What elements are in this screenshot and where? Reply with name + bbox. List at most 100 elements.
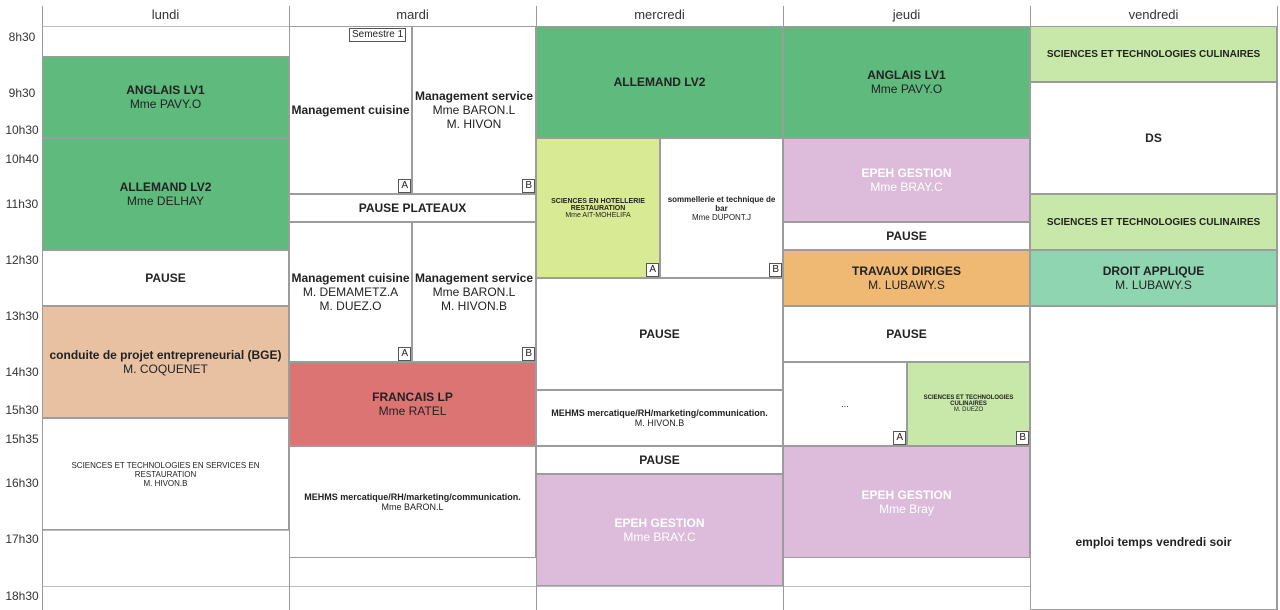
event-mardi-mehms[interactable]: MEHMS mercatique/RH/marketing/communicat… (289, 446, 536, 558)
event-vendredi-ds[interactable]: DS (1030, 82, 1277, 194)
group-label-b: B (1016, 431, 1029, 445)
semestre-label: Semestre 1 (349, 28, 407, 42)
event-title: EPEH GESTION (861, 166, 952, 180)
event-title: DROIT APPLIQUE (1102, 264, 1205, 278)
group-label-a: A (893, 431, 906, 445)
event-title: PAUSE (886, 327, 927, 341)
event-jeudi-anglais[interactable]: ANGLAIS LV1 Mme PAVY.O (783, 26, 1030, 138)
day-header-vendredi: vendredi (1128, 7, 1179, 22)
event-mercredi-allemand[interactable]: ALLEMAND LV2 (536, 26, 783, 138)
event-jeudi-sciences[interactable]: SCIENCES ET TECHNOLOGIES CULINAIRES M. D… (907, 362, 1030, 446)
event-title: Management cuisine (291, 103, 410, 117)
time-label: 15h30 (5, 403, 39, 417)
event-vendredi-sciences-2[interactable]: SCIENCES ET TECHNOLOGIES CULINAIRES (1030, 194, 1277, 250)
event-mercredi-sommellerie[interactable]: sommellerie et technique de bar Mme DUPO… (660, 138, 783, 278)
event-mercredi-pause-2[interactable]: PAUSE (536, 446, 783, 474)
grid-column-line (1277, 6, 1278, 610)
event-teacher: M. DUEZO (953, 407, 984, 413)
event-teacher: Mme BRAY.C (623, 530, 696, 544)
group-label-a: A (646, 263, 659, 277)
event-title: ANGLAIS LV1 (126, 83, 205, 97)
event-title: Management service (414, 89, 534, 103)
event-title: PAUSE PLATEAUX (358, 201, 467, 215)
time-label: 11h30 (5, 197, 39, 211)
event-mercredi-epeh[interactable]: EPEH GESTION Mme BRAY.C (536, 474, 783, 586)
event-title: DS (1145, 131, 1162, 145)
group-label-a: A (398, 347, 411, 361)
event-teacher: Mme BRAY.C (870, 180, 943, 194)
group-label-b: B (769, 263, 782, 277)
event-teacher: Mme BARON.L (432, 103, 516, 117)
group-label-a: A (398, 179, 411, 193)
event-teacher: M. DUEZ.O (319, 299, 382, 313)
group-label-b: B (522, 347, 535, 361)
event-teacher: Mme BARON.L (381, 502, 444, 512)
time-label: 18h30 (5, 589, 39, 603)
event-teacher: Mme PAVY.O (129, 97, 202, 111)
event-jeudi-td[interactable]: TRAVAUX DIRIGES M. LUBAWY.S (783, 250, 1030, 306)
event-vendredi-droit[interactable]: DROIT APPLIQUE M. LUBAWY.S (1030, 250, 1277, 306)
event-title: SCIENCES ET TECHNOLOGIES CULINAIRES (1046, 48, 1261, 60)
time-label: 16h30 (5, 476, 39, 490)
event-lundi-allemand[interactable]: ALLEMAND LV2 Mme DELHAY (42, 138, 289, 250)
event-lundi-sciences[interactable]: SCIENCES ET TECHNOLOGIES EN SERVICES EN … (42, 418, 289, 530)
event-title: ALLEMAND LV2 (613, 75, 706, 89)
event-title: Management service (414, 271, 534, 285)
event-mercredi-sciences[interactable]: SCIENCES EN HOTELLERIE RESTAURATION Mme … (536, 138, 660, 278)
event-title: SCIENCES ET TECHNOLOGIES CULINAIRES (1046, 216, 1261, 228)
day-header-mardi: mardi (396, 7, 429, 22)
event-mardi-mgmt-cuisine-2[interactable]: Management cuisine M. DEMAMETZ.A M. DUEZ… (289, 222, 412, 362)
event-title: ANGLAIS LV1 (867, 68, 946, 82)
day-header-jeudi: jeudi (892, 7, 921, 22)
event-teacher: M. DEMAMETZ.A (302, 285, 399, 299)
event-teacher: M. HIVON.B (440, 299, 507, 313)
day-header-mercredi: mercredi (634, 7, 685, 22)
event-teacher: Mme AIT-MOHELIFA (565, 211, 631, 219)
time-label: 9h30 (8, 86, 36, 100)
event-lundi-projet[interactable]: conduite de projet entrepreneurial (BGE)… (42, 306, 289, 418)
event-teacher: Mme DELHAY (126, 194, 205, 208)
event-jeudi-pause-1[interactable]: PAUSE (783, 222, 1030, 250)
event-teacher: Mme RATEL (378, 404, 447, 418)
event-mardi-mgmt-service-2[interactable]: Management service Mme BARON.L M. HIVON.… (412, 222, 536, 362)
event-title: FRANCAIS LP (372, 390, 453, 404)
event-title: Management cuisine (291, 271, 410, 285)
event-mardi-mgmt-cuisine-1[interactable]: Management cuisine A (289, 26, 412, 194)
event-mardi-mgmt-service-1[interactable]: Management service Mme BARON.L M. HIVON … (412, 26, 536, 194)
event-title: PAUSE (145, 271, 186, 285)
event-mercredi-mehms[interactable]: MEHMS mercatique/RH/marketing/communicat… (536, 390, 783, 446)
event-title: SCIENCES ET TECHNOLOGIES CULINAIRES (923, 395, 1014, 407)
event-mardi-francais[interactable]: FRANCAIS LP Mme RATEL (289, 362, 536, 446)
event-teacher: Mme DUPONT.J (691, 212, 752, 222)
event-teacher: M. LUBAWY.S (868, 278, 945, 292)
time-label: 10h40 (5, 152, 39, 166)
event-mardi-pause-plateaux[interactable]: PAUSE PLATEAUX (289, 194, 536, 222)
time-label: 17h30 (5, 532, 39, 546)
event-lundi-pause[interactable]: PAUSE (42, 250, 289, 306)
event-mercredi-pause-1[interactable]: PAUSE (536, 278, 783, 390)
time-label: 8h30 (8, 30, 36, 44)
time-label: 12h30 (5, 253, 39, 267)
event-teacher: M. HIVON.B (634, 418, 685, 428)
event-jeudi-pause-2[interactable]: PAUSE (783, 306, 1030, 362)
event-title: SCIENCES EN HOTELLERIE RESTAURATION (551, 197, 645, 212)
event-teacher: Mme Bray (879, 502, 934, 516)
event-vendredi-soir[interactable]: emploi temps vendredi soir (1030, 306, 1277, 610)
event-title: PAUSE (639, 327, 680, 341)
event-title: conduite de projet entrepreneurial (BGE) (49, 348, 282, 362)
event-title: PAUSE (639, 453, 680, 467)
event-teacher: M. HIVON (446, 117, 502, 131)
event-jeudi-dots[interactable]: ... A (783, 362, 907, 446)
event-vendredi-sciences-1[interactable]: SCIENCES ET TECHNOLOGIES CULINAIRES (1030, 26, 1277, 82)
event-title: ALLEMAND LV2 (119, 180, 212, 194)
event-teacher: Mme PAVY.O (870, 82, 943, 96)
event-teacher: M. HIVON.B (143, 478, 188, 488)
event-teacher: Mme BARON.L (432, 285, 516, 299)
event-lundi-anglais[interactable]: ANGLAIS LV1 Mme PAVY.O (42, 56, 289, 138)
event-jeudi-epeh-2[interactable]: EPEH GESTION Mme Bray (783, 446, 1030, 558)
event-title: MEHMS mercatique/RH/marketing/communicat… (551, 408, 768, 418)
event-jeudi-epeh-1[interactable]: EPEH GESTION Mme BRAY.C (783, 138, 1030, 222)
event-title: emploi temps vendredi soir (1075, 535, 1232, 549)
event-teacher: M. COQUENET (123, 362, 208, 376)
day-header-lundi: lundi (151, 7, 180, 22)
